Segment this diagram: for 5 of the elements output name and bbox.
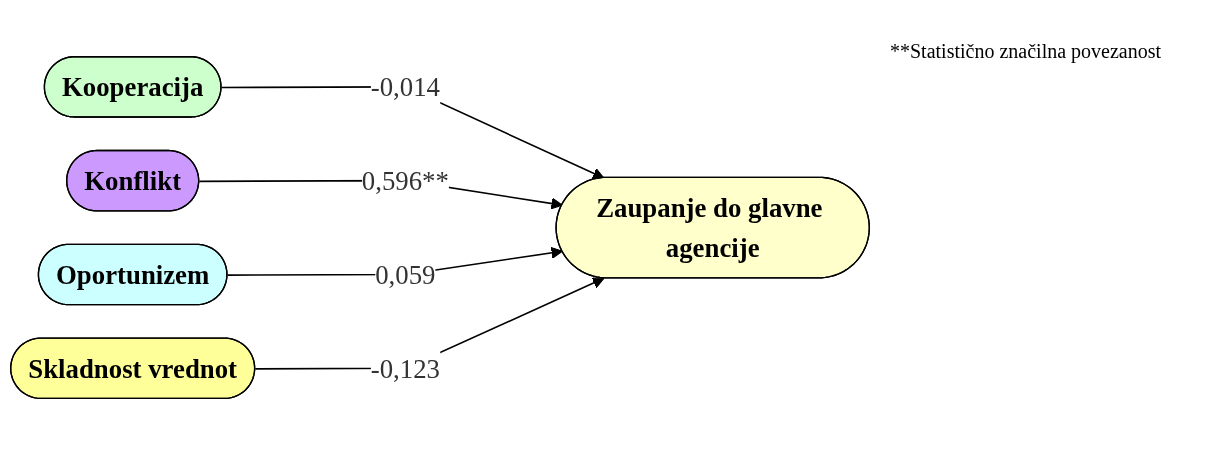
edge-label: -0,014 [370, 72, 440, 102]
note-text: **Statistično značilna povezanost [890, 40, 1163, 63]
edge-label: 0,059 [375, 259, 436, 290]
edge-label: 0,596** [361, 165, 449, 196]
edge-label: -0,123 [370, 353, 440, 383]
